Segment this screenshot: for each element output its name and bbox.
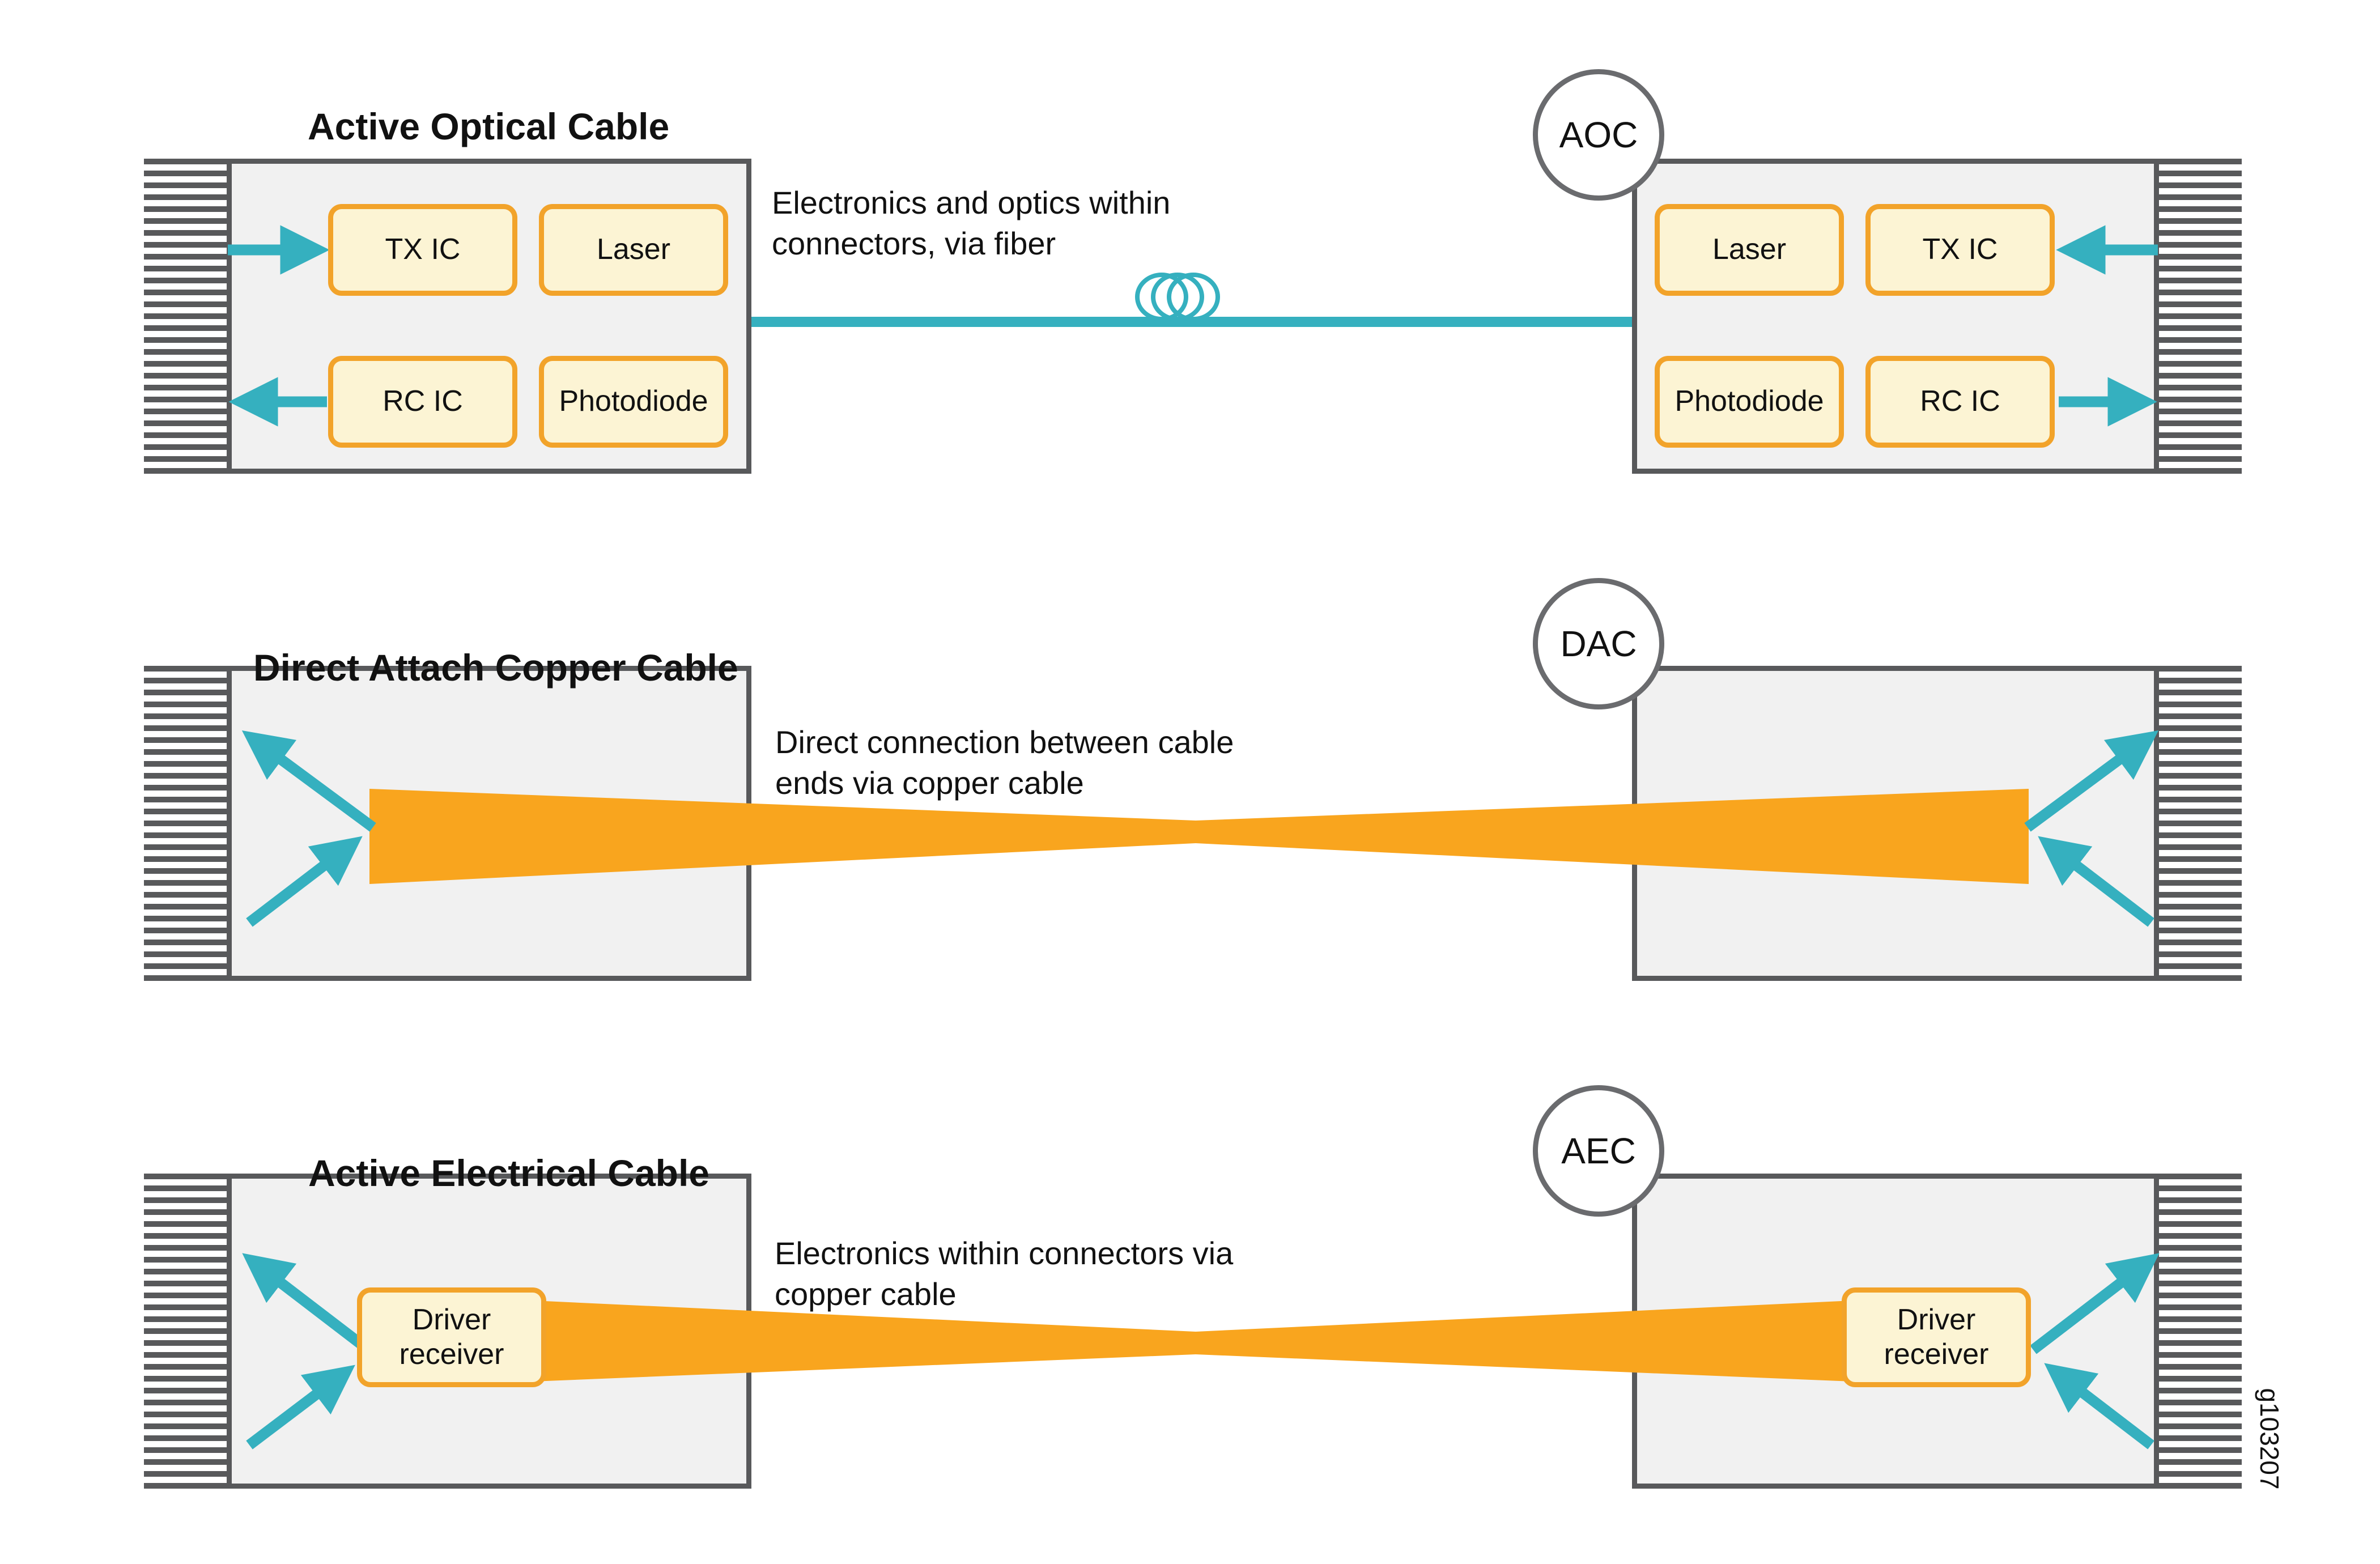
aoc-left-photodiode-box: Photodiode (539, 356, 728, 448)
aoc-description: Electronics and optics within connectors… (772, 185, 1171, 262)
dac-copper-cable (369, 789, 2029, 884)
aec-description: Electronics within connectors via copper… (775, 1235, 1234, 1312)
aoc-right-rc-ic-box: RC IC (1865, 356, 2055, 448)
aec-left-out-arrow (242, 1253, 372, 1354)
aoc-left-connector-pins (144, 159, 227, 474)
aec-right-connector-pins (2159, 1174, 2242, 1489)
dac-description: Direct connection between cable ends via… (775, 724, 1234, 801)
aec-copper-cable (533, 1300, 1853, 1382)
aoc-right-tx-ic-box: TX IC (1865, 204, 2055, 296)
dac-left-in-arrow (246, 836, 363, 927)
dac-left-connector-pins (144, 666, 227, 981)
aoc-badge: AOC (1533, 69, 1664, 201)
aoc-left-laser-box: Laser (539, 204, 728, 296)
aec-right-out-arrow (2030, 1253, 2160, 1354)
dac-title: Direct Attach Copper Cable (253, 647, 738, 688)
aec-right-in-arrow (2044, 1363, 2154, 1450)
aec-left-connector-pins (144, 1174, 227, 1489)
dac-badge: DAC (1533, 578, 1664, 709)
aoc-right-laser-box: Laser (1655, 204, 1844, 296)
aoc-title: Active Optical Cable (308, 105, 670, 147)
figure-id-label: g103207 (2255, 1388, 2284, 1490)
aoc-left-rc-ic-box: RC IC (328, 356, 517, 448)
aec-right-driver-receiver-box: Driver receiver (1842, 1287, 2031, 1387)
dac-right-out-arrow (2024, 730, 2159, 832)
aec-title: Active Electrical Cable (308, 1152, 710, 1194)
aec-badge: AEC (1533, 1085, 1664, 1217)
aoc-fiber-coil (1135, 273, 1220, 321)
aoc-right-photodiode-box: Photodiode (1655, 356, 1844, 448)
aec-left-in-arrow (246, 1365, 355, 1450)
aoc-fiber-line (751, 317, 1632, 327)
dac-right-connector-pins (2159, 666, 2242, 981)
dac-right-in-arrow (2038, 836, 2154, 927)
aec-left-driver-receiver-box: Driver receiver (357, 1287, 546, 1387)
aoc-left-tx-ic-box: TX IC (328, 204, 517, 296)
dac-left-out-arrow (241, 730, 376, 832)
aoc-right-connector-pins (2159, 159, 2242, 474)
